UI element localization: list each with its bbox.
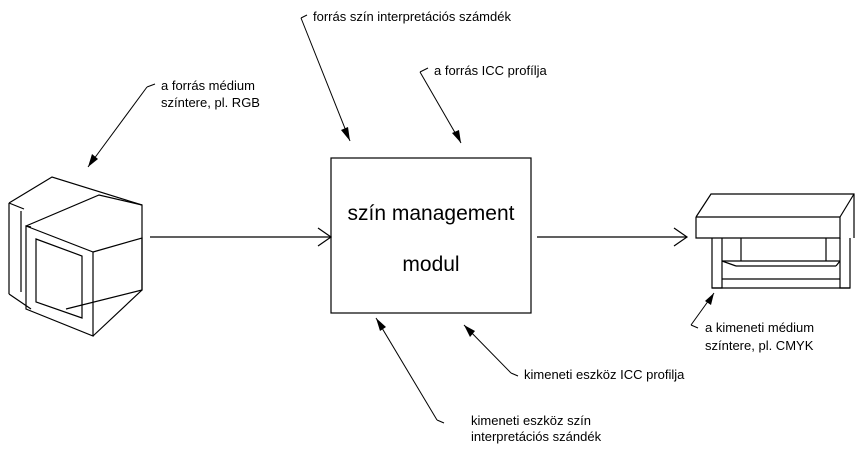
output-intent-label-line2: interpretációs szándék <box>471 429 602 444</box>
color-management-module: szín management modul <box>330 157 532 314</box>
source-medium-arrowhead <box>88 154 98 167</box>
module-box <box>330 157 532 314</box>
output-profile-callout: kimeneti eszköz ICC profilja <box>463 324 685 382</box>
output-flow-arrow <box>537 227 689 247</box>
source-medium-callout: a forrás médium színtere, pl. RGB <box>87 78 260 168</box>
source-profile-callout: a forrás ICC profílja <box>419 63 547 144</box>
output-profile-arrowhead <box>464 325 475 337</box>
output-intent-label-line1: kimeneti eszköz szín <box>471 413 591 428</box>
output-medium-label-line2: színtere, pl. CMYK <box>705 338 814 353</box>
source-medium-label-line1: a forrás médium <box>161 78 255 93</box>
output-intent-callout: kimeneti eszköz szín interpretációs szán… <box>375 317 602 444</box>
source-intent-arrowhead <box>341 127 350 141</box>
monitor-icon <box>8 176 143 337</box>
printer-icon <box>695 193 855 289</box>
output-profile-label: kimeneti eszköz ICC profilja <box>524 367 685 382</box>
output-medium-label-line1: a kimeneti médium <box>705 320 814 335</box>
output-intent-arrowhead <box>376 318 386 331</box>
output-medium-arrowhead <box>705 293 714 305</box>
source-profile-arrowhead <box>452 130 461 143</box>
module-title-line1: szín management <box>348 202 515 225</box>
source-medium-label-line2: színtere, pl. RGB <box>161 95 260 110</box>
source-intent-label: forrás szín interpretációs számdék <box>313 9 511 24</box>
source-intent-callout: forrás szín interpretációs számdék <box>300 9 511 142</box>
output-medium-callout: a kimeneti médium színtere, pl. CMYK <box>690 292 814 353</box>
source-profile-label: a forrás ICC profílja <box>434 63 547 78</box>
module-title-line2: modul <box>402 253 459 276</box>
input-flow-arrow <box>150 227 333 247</box>
